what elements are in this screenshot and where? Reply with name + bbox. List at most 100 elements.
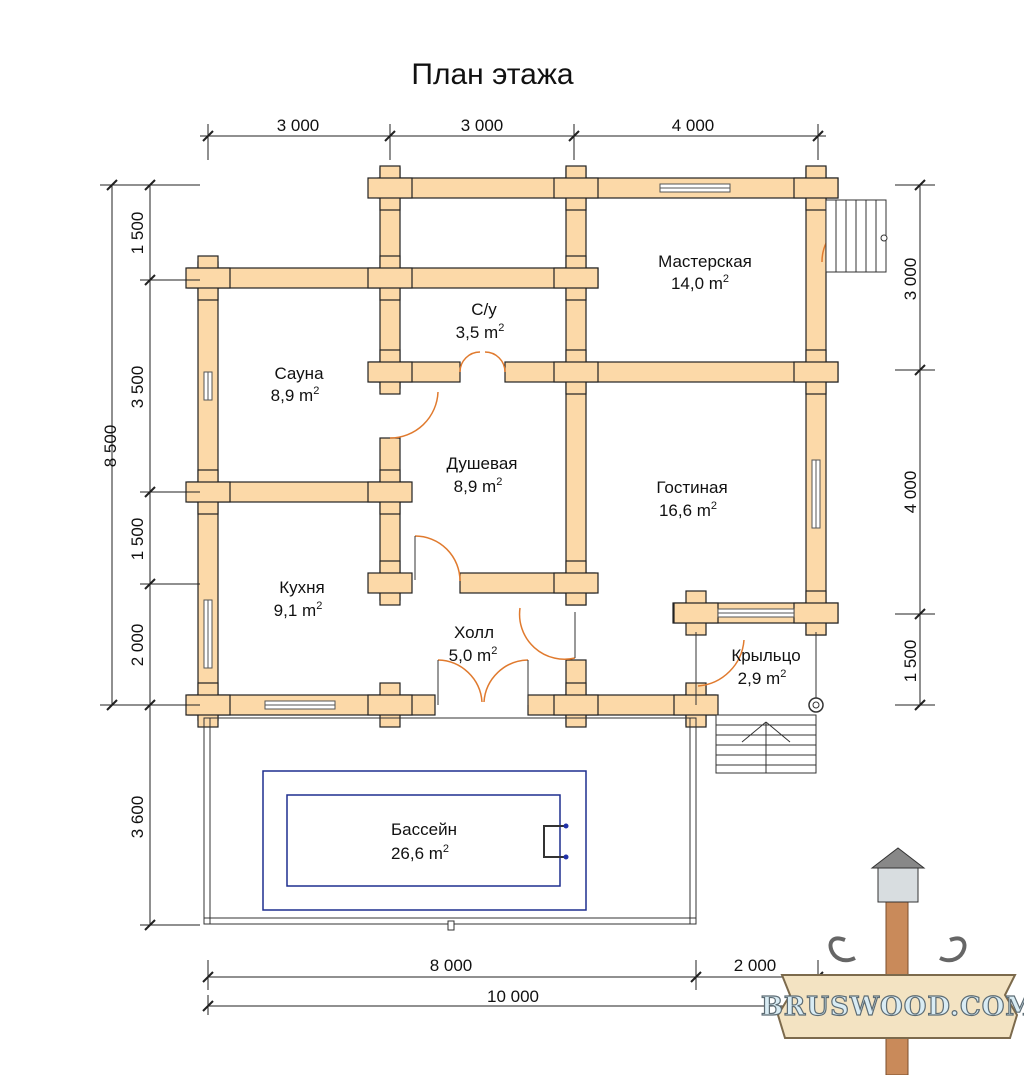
dimension-tick (202, 130, 214, 142)
door-swing (459, 351, 481, 373)
door-swing (437, 659, 483, 703)
dimension-tick (106, 179, 118, 191)
log-joint (793, 602, 839, 624)
dimension-tick (144, 699, 156, 711)
dim-top-3: 4 000 (672, 116, 715, 135)
dim-left-2: 3 500 (128, 366, 147, 409)
dim-top-1: 3 000 (277, 116, 320, 135)
log-joint (367, 572, 413, 594)
logo-banner (776, 974, 1019, 1039)
log-joint (673, 602, 719, 624)
door-swing (484, 351, 506, 373)
log-joint (553, 572, 599, 594)
dim-left-1: 1 500 (128, 212, 147, 255)
room-label-shower: Душевая 8,9 m2 (447, 454, 518, 496)
dim-left-4: 2 000 (128, 624, 147, 667)
room-name: Душевая (447, 454, 518, 473)
windows-doors (203, 183, 888, 931)
dimension-tick (144, 919, 156, 931)
pool-ladder-icon (543, 825, 566, 858)
log-joint (367, 177, 413, 199)
log-joint (553, 694, 599, 716)
dimension-tick (144, 274, 156, 286)
dimension-labels: 3 000 3 000 4 000 8 500 1 500 3 500 1 50… (101, 116, 920, 1006)
dimension-tick (914, 699, 926, 711)
log-joint (367, 267, 413, 289)
log-joint (185, 267, 231, 289)
log-joint (553, 361, 599, 383)
room-name: Мастерская (658, 252, 752, 271)
room-area: 8,9 m2 (271, 385, 320, 405)
step-arrow (741, 721, 767, 743)
room-area: 14,0 m2 (671, 273, 729, 293)
bruswood-logo: BRUSWOOD.COM (760, 847, 1024, 1075)
room-label-sauna: Сауна 8,9 m2 (271, 364, 324, 405)
door-swing (518, 607, 576, 660)
pool-ladder-icon (563, 854, 569, 860)
room-area: 9,1 m2 (274, 600, 323, 620)
log-joint (367, 361, 413, 383)
step-arrow (765, 721, 791, 743)
dim-bottom-2: 2 000 (734, 956, 777, 975)
door-swing (414, 535, 461, 582)
room-label-kitchen: Кухня 9,1 m2 (274, 578, 325, 620)
logo-text: BRUSWOOD.COM (761, 992, 1024, 1022)
dim-left-overall: 8 500 (101, 425, 120, 468)
room-name: Крыльцо (731, 646, 800, 665)
room-label-living: Гостиная 16,6 m2 (656, 478, 727, 520)
room-area: 3,5 m2 (456, 322, 505, 342)
dimension-lines (100, 124, 935, 1015)
dimension-tick (914, 364, 926, 376)
deck-post (447, 920, 455, 931)
porch-post (812, 701, 820, 709)
pool-outer (262, 770, 587, 911)
dimension-tick (690, 971, 702, 983)
room-area: 2,9 m2 (738, 668, 787, 688)
dimension-tick (202, 971, 214, 983)
door-swing (697, 639, 745, 687)
room-name: Кухня (279, 578, 325, 597)
pool-ladder-icon (563, 823, 569, 829)
room-name: Сауна (274, 364, 324, 383)
dim-top-2: 3 000 (461, 116, 504, 135)
scroll-ornament-icon (828, 936, 967, 963)
room-label-wc: С/у 3,5 m2 (456, 300, 505, 342)
log-joint (367, 694, 413, 716)
log-joint (553, 177, 599, 199)
dimension-tick (384, 130, 396, 142)
room-area: 8,9 m2 (454, 476, 503, 496)
room-area: 26,6 m2 (391, 843, 449, 863)
porch-post (808, 697, 824, 713)
room-name: С/у (471, 300, 497, 319)
dim-right-1: 3 000 (901, 258, 920, 301)
pool-inner (286, 794, 561, 887)
dimension-tick (106, 699, 118, 711)
plan-title: План этажа (411, 58, 574, 91)
timber-walls (185, 165, 839, 728)
door-swing (483, 659, 529, 703)
dimension-tick (144, 578, 156, 590)
room-label-hall: Холл 5,0 m2 (449, 623, 498, 665)
room-label-workshop: Мастерская 14,0 m2 (658, 252, 752, 293)
room-name: Холл (454, 623, 494, 642)
dim-bottom-1: 8 000 (430, 956, 473, 975)
dim-left-5: 3 600 (128, 796, 147, 839)
dimension-tick (202, 1000, 214, 1012)
room-label-porch: Крыльцо 2,9 m2 (731, 646, 800, 688)
room-name: Бассейн (391, 820, 457, 839)
room-name: Гостиная (656, 478, 727, 497)
dimension-tick (568, 130, 580, 142)
stair-post (880, 234, 888, 242)
room-label-pool: Бассейн 26,6 m2 (391, 820, 457, 863)
room-area: 5,0 m2 (449, 645, 498, 665)
dimension-tick (914, 608, 926, 620)
timber-wall (805, 167, 827, 636)
dim-right-3: 1 500 (901, 640, 920, 683)
dim-right-2: 4 000 (901, 471, 920, 514)
log-joint (793, 177, 839, 199)
timber-wall (377, 177, 839, 199)
room-area: 16,6 m2 (659, 500, 717, 520)
dimension-tick (144, 179, 156, 191)
dim-bottom-overall: 10 000 (487, 987, 539, 1006)
